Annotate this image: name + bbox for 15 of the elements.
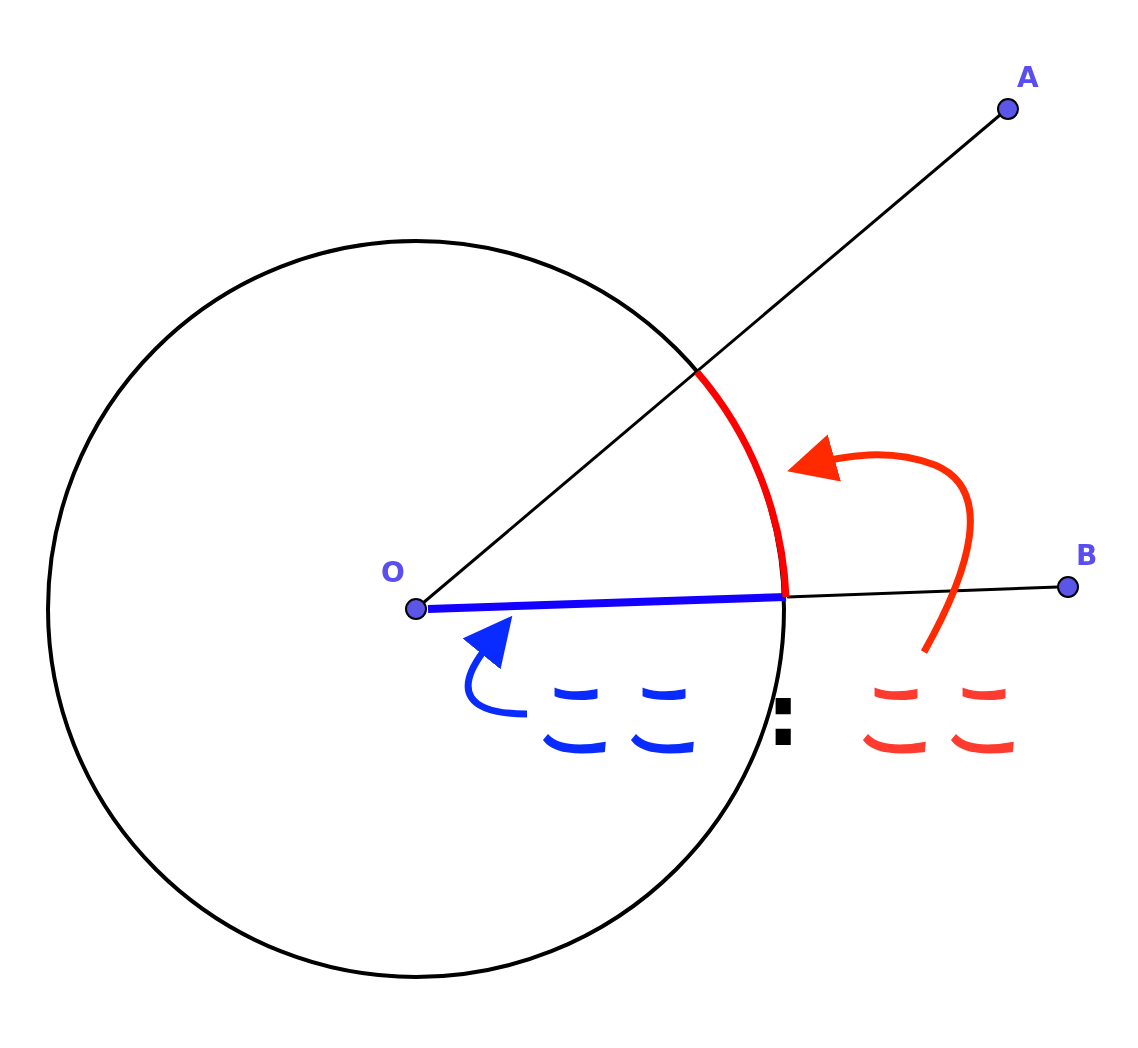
arrow — [787, 434, 974, 654]
callout-text: ここ — [855, 670, 1031, 760]
separator-colon: : — [766, 670, 801, 760]
radius-segment — [427, 593, 787, 613]
point-label: B — [1076, 542, 1098, 570]
line-segment — [786, 585, 1059, 599]
circle-arc — [694, 369, 790, 598]
point-marker — [1057, 576, 1079, 598]
point-marker — [997, 98, 1019, 120]
arrow — [462, 615, 528, 718]
point-label: A — [1017, 64, 1039, 92]
line-segment — [422, 113, 1001, 605]
callout-text: ここ — [535, 670, 711, 760]
point-label: O — [381, 559, 405, 587]
point-marker — [405, 598, 427, 620]
